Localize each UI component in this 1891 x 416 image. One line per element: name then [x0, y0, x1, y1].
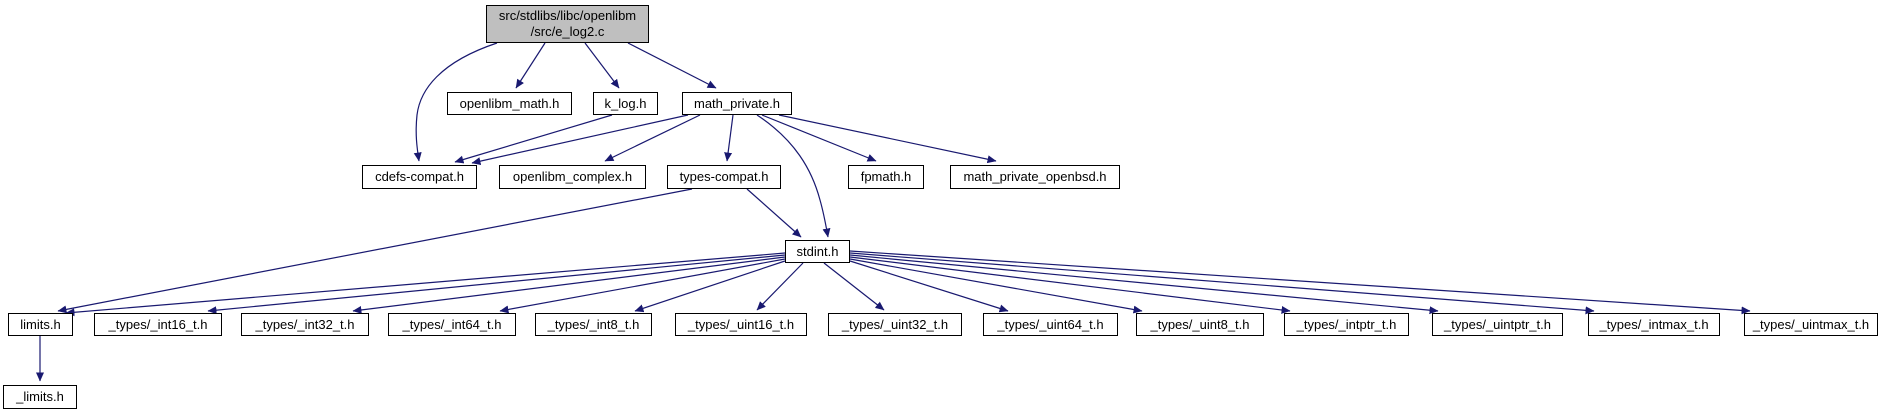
edge-e_log2-to-math_private — [627, 42, 717, 89]
edge-stdint-to-int8 — [634, 260, 786, 313]
graph-node-label-uint32: _types/_uint32_t.h — [841, 316, 949, 332]
edge-group — [36, 42, 1751, 382]
graph-node-uint64[interactable]: _types/_uint64_t.h — [983, 313, 1118, 336]
graph-node-cdefs_compat[interactable]: cdefs-compat.h — [362, 165, 477, 189]
graph-node-uintmax[interactable]: _types/_uintmax_t.h — [1744, 313, 1878, 336]
graph-node-label-uint8: _types/_uint8_t.h — [1150, 316, 1250, 332]
graph-node-math_private[interactable]: math_private.h — [682, 92, 792, 115]
graph-node-label-stdint: stdint.h — [796, 243, 839, 259]
edge-math_private-to-openlibm_complex — [604, 114, 701, 162]
edge-math_private-to-stdint — [756, 114, 831, 238]
graph-node-label-e_log2: src/stdlibs/libc/openlibm /src/e_log2.c — [498, 8, 637, 39]
graph-node-label-limits: limits.h — [20, 316, 61, 332]
graph-node-label-math_private: math_private.h — [694, 95, 780, 111]
edge-math_private-to-math_private_openbsd — [778, 114, 997, 164]
edge-stdint-to-uint16 — [756, 262, 804, 311]
graph-node-fpmath[interactable]: fpmath.h — [848, 165, 924, 189]
graph-node-label-openlibm_complex: openlibm_complex.h — [512, 169, 633, 185]
edge-e_log2-to-openlibm_math — [515, 42, 546, 89]
graph-node-int64[interactable]: _types/_int64_t.h — [388, 313, 516, 336]
graph-node-int16[interactable]: _types/_int16_t.h — [94, 313, 222, 336]
graph-node-label-uint64: _types/_uint64_t.h — [997, 316, 1104, 332]
graph-node-intmax[interactable]: _types/_intmax_t.h — [1588, 313, 1720, 336]
graph-node-label-intmax: _types/_intmax_t.h — [1599, 316, 1709, 332]
graph-node-label-k_log: k_log.h — [604, 95, 647, 111]
edge-stdint-to-int16 — [207, 254, 786, 315]
graph-node-label-types_compat: types-compat.h — [679, 169, 769, 185]
graph-node-label-math_private_openbsd: math_private_openbsd.h — [963, 169, 1107, 185]
graph-node-uint16[interactable]: _types/_uint16_t.h — [675, 313, 807, 336]
graph-node-label-openlibm_math: openlibm_math.h — [459, 95, 560, 111]
graph-node-e_log2[interactable]: src/stdlibs/libc/openlibm /src/e_log2.c — [486, 5, 649, 43]
graph-node-label-int64: _types/_int64_t.h — [402, 316, 502, 332]
graph-node-label-uint16: _types/_uint16_t.h — [687, 316, 795, 332]
edge-stdint-to-uint8 — [849, 258, 1143, 314]
graph-node-label-_limits: _limits.h — [16, 389, 64, 405]
edge-math_private-to-cdefs_compat — [471, 114, 689, 166]
graph-node-label-fpmath: fpmath.h — [860, 169, 912, 185]
graph-node-label-int8: _types/_int8_t.h — [547, 316, 640, 332]
graph-node-label-cdefs_compat: cdefs-compat.h — [375, 169, 464, 185]
edge-k_log-to-cdefs_compat — [454, 114, 613, 164]
graph-node-_limits[interactable]: _limits.h — [3, 385, 77, 409]
graph-node-uint32[interactable]: _types/_uint32_t.h — [828, 313, 962, 336]
edge-types_compat-to-stdint — [746, 188, 802, 238]
edge-math_private-to-fpmath — [761, 114, 877, 162]
edge-math_private-to-types_compat — [724, 114, 734, 162]
edge-stdint-to-limits — [65, 252, 786, 317]
graph-node-label-uintmax: _types/_uintmax_t.h — [1752, 316, 1870, 332]
graph-node-label-uintptr: _types/_uintptr_t.h — [1444, 316, 1551, 332]
graph-node-openlibm_complex[interactable]: openlibm_complex.h — [499, 165, 646, 189]
graph-node-intptr[interactable]: _types/_intptr_t.h — [1284, 313, 1409, 336]
graph-node-k_log[interactable]: k_log.h — [593, 92, 658, 115]
graph-node-label-int16: _types/_int16_t.h — [108, 316, 208, 332]
graph-node-openlibm_math[interactable]: openlibm_math.h — [447, 92, 572, 115]
edge-stdint-to-uint64 — [849, 260, 1009, 313]
edge-stdint-to-intmax — [849, 252, 1595, 315]
graph-node-int32[interactable]: _types/_int32_t.h — [241, 313, 369, 336]
graph-node-label-int32: _types/_int32_t.h — [255, 316, 355, 332]
edge-stdint-to-intptr — [849, 256, 1291, 314]
graph-node-int8[interactable]: _types/_int8_t.h — [535, 313, 652, 336]
edge-stdint-to-uintmax — [849, 250, 1751, 315]
edge-e_log2-to-k_log — [584, 42, 620, 89]
graph-node-uintptr[interactable]: _types/_uintptr_t.h — [1432, 313, 1563, 336]
graph-node-stdint[interactable]: stdint.h — [785, 240, 850, 263]
edge-stdint-to-uint32 — [823, 262, 885, 311]
graph-node-math_private_openbsd[interactable]: math_private_openbsd.h — [950, 165, 1120, 189]
graph-node-types_compat[interactable]: types-compat.h — [667, 165, 781, 189]
edge-stdint-to-uintptr — [849, 254, 1439, 315]
edge-stdint-to-int32 — [352, 256, 786, 314]
graph-node-uint8[interactable]: _types/_uint8_t.h — [1136, 313, 1264, 336]
edge-types_compat-to-limits — [57, 188, 693, 314]
edge-stdint-to-int64 — [499, 258, 786, 314]
graph-node-limits[interactable]: limits.h — [8, 313, 73, 336]
edge-e_log2-to-cdefs_compat — [413, 42, 498, 162]
graph-node-label-intptr: _types/_intptr_t.h — [1296, 316, 1397, 332]
